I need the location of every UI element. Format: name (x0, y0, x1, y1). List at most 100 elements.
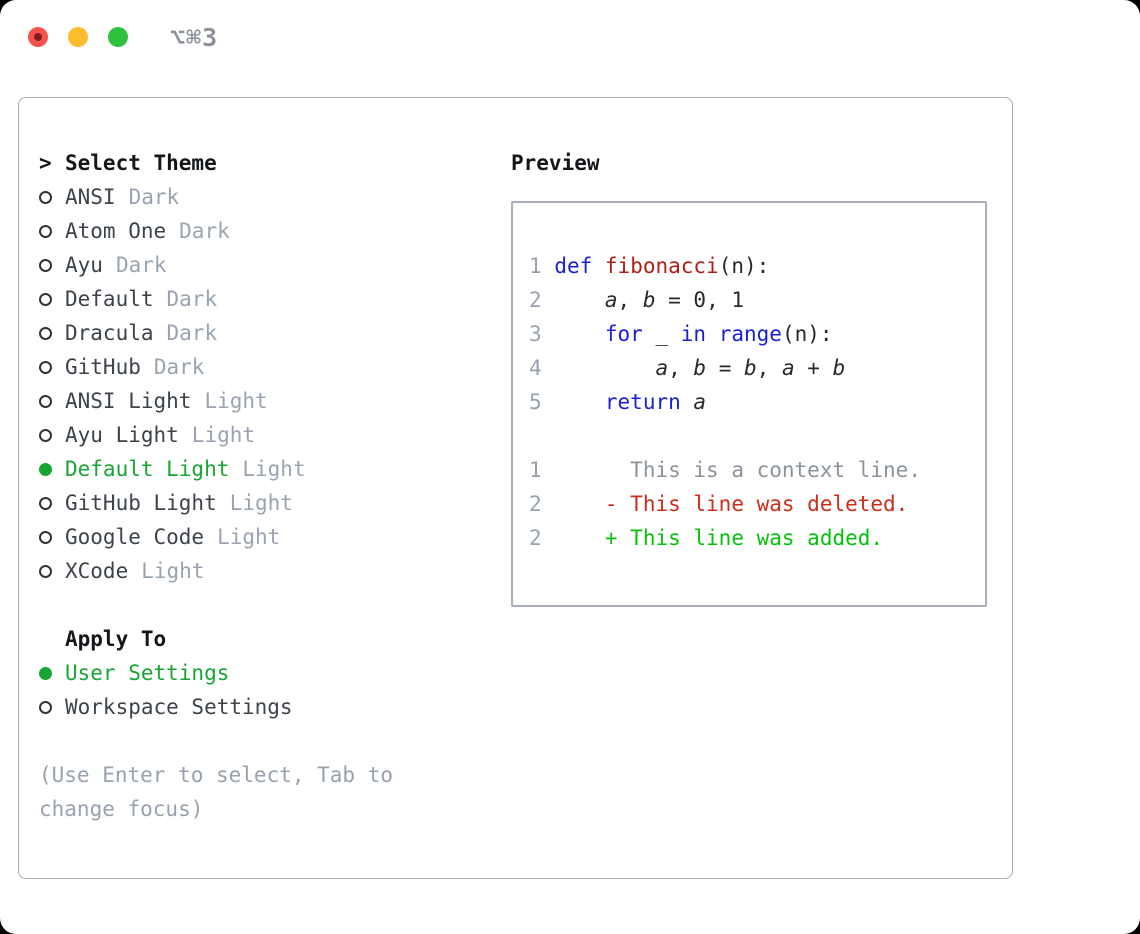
radio-selected-icon (39, 666, 52, 680)
code-token: a (693, 390, 707, 414)
apply-to-title: Apply To (65, 627, 167, 651)
theme-option-atom-one[interactable]: Atom One Dark (39, 214, 489, 248)
theme-variant: Dark (166, 287, 218, 311)
close-button[interactable] (28, 27, 48, 47)
radio-selected-icon (39, 462, 52, 476)
theme-name: ANSI (65, 185, 116, 209)
radio-unselected-icon (39, 292, 52, 306)
keyboard-hint: (Use Enter to select, Tab to change focu… (39, 763, 394, 821)
code-token (554, 390, 605, 414)
radio-unselected-icon (39, 224, 52, 238)
theme-variant: Light (191, 423, 256, 447)
theme-variant: Light (229, 491, 293, 515)
apply-option-label: User Settings (65, 661, 230, 685)
code-token: in (680, 322, 707, 346)
line-number: 2 (529, 526, 542, 550)
line-number: 2 (529, 492, 542, 516)
code-token: range (718, 322, 782, 346)
code-token: b (642, 288, 656, 312)
code-token (592, 254, 605, 278)
line-number: 1 (529, 458, 542, 482)
theme-variant: Dark (128, 185, 180, 209)
theme-name: Google Code (65, 525, 205, 549)
theme-variant: Dark (179, 219, 230, 243)
code-token: def (554, 254, 593, 278)
theme-option-ayu-light[interactable]: Ayu Light Light (39, 418, 489, 452)
theme-option-github[interactable]: GitHub Dark (39, 350, 489, 384)
theme-option-ansi[interactable]: ANSI Dark (39, 180, 489, 214)
radio-unselected-icon (39, 564, 52, 578)
select-theme-title: Select Theme (65, 151, 217, 175)
radio-unselected-icon (39, 190, 52, 204)
theme-name: Ayu Light (65, 423, 179, 447)
preview-title: Preview (511, 151, 600, 175)
line-number: 1 (529, 254, 542, 278)
theme-name: XCode (65, 559, 129, 583)
code-line: 2 + This line was added. (529, 521, 969, 555)
theme-variant: Dark (115, 253, 167, 277)
code-token (681, 390, 694, 414)
code-token: This is a context line. (554, 458, 921, 482)
code-token: + This line was added. (554, 526, 884, 550)
line-number: 5 (529, 390, 542, 414)
focus-caret-icon: > (39, 151, 52, 175)
code-line: 4 a, b = b, a + b (529, 351, 969, 385)
code-line: 5 return a (529, 385, 969, 419)
code-token: a (604, 288, 618, 312)
select-theme-header: > Select Theme (39, 146, 489, 180)
code-line (529, 419, 969, 453)
line-number: 2 (529, 288, 542, 312)
code-line: 2 - This line was deleted. (529, 487, 969, 521)
minimize-button[interactable] (68, 27, 88, 47)
radio-unselected-icon (39, 700, 52, 714)
apply-option-workspace-settings[interactable]: Workspace Settings (39, 690, 489, 724)
code-token: for (604, 322, 643, 346)
titlebar (28, 27, 148, 50)
theme-variant: Dark (153, 355, 205, 379)
theme-variant: Dark (166, 321, 218, 345)
code-token (706, 322, 719, 346)
code-line: 1 This is a context line. (529, 453, 969, 487)
theme-variant: Light (204, 389, 268, 413)
zoom-button[interactable] (108, 27, 128, 47)
apply-to-header: Apply To (39, 622, 489, 656)
radio-unselected-icon (39, 496, 52, 510)
code-line: 3 for _ in range(n): (529, 317, 969, 351)
theme-name: Dracula (65, 321, 154, 345)
apply-option-label: Workspace Settings (65, 695, 293, 719)
theme-variant: Light (242, 457, 306, 481)
code-token: b (744, 356, 757, 380)
spacer (39, 588, 489, 622)
line-number: 3 (529, 322, 542, 346)
theme-option-dracula[interactable]: Dracula Dark (39, 316, 489, 350)
code-token: a (655, 356, 669, 380)
code-token: , (756, 356, 782, 380)
code-token: (n): (781, 322, 833, 346)
code-token: _ (642, 322, 681, 346)
radio-unselected-icon (39, 326, 52, 340)
code-token: fibonacci (604, 254, 719, 278)
radio-unselected-icon (39, 360, 52, 374)
spacer (39, 724, 489, 758)
code-token (554, 356, 655, 380)
window-title: ⌥⌘3 (170, 23, 219, 52)
theme-name: GitHub (65, 355, 141, 379)
code-token: , (668, 356, 694, 380)
radio-unselected-icon (39, 258, 52, 272)
theme-name: Atom One (65, 219, 167, 243)
apply-option-user-settings[interactable]: User Settings (39, 656, 489, 690)
line-number: 4 (529, 356, 542, 380)
